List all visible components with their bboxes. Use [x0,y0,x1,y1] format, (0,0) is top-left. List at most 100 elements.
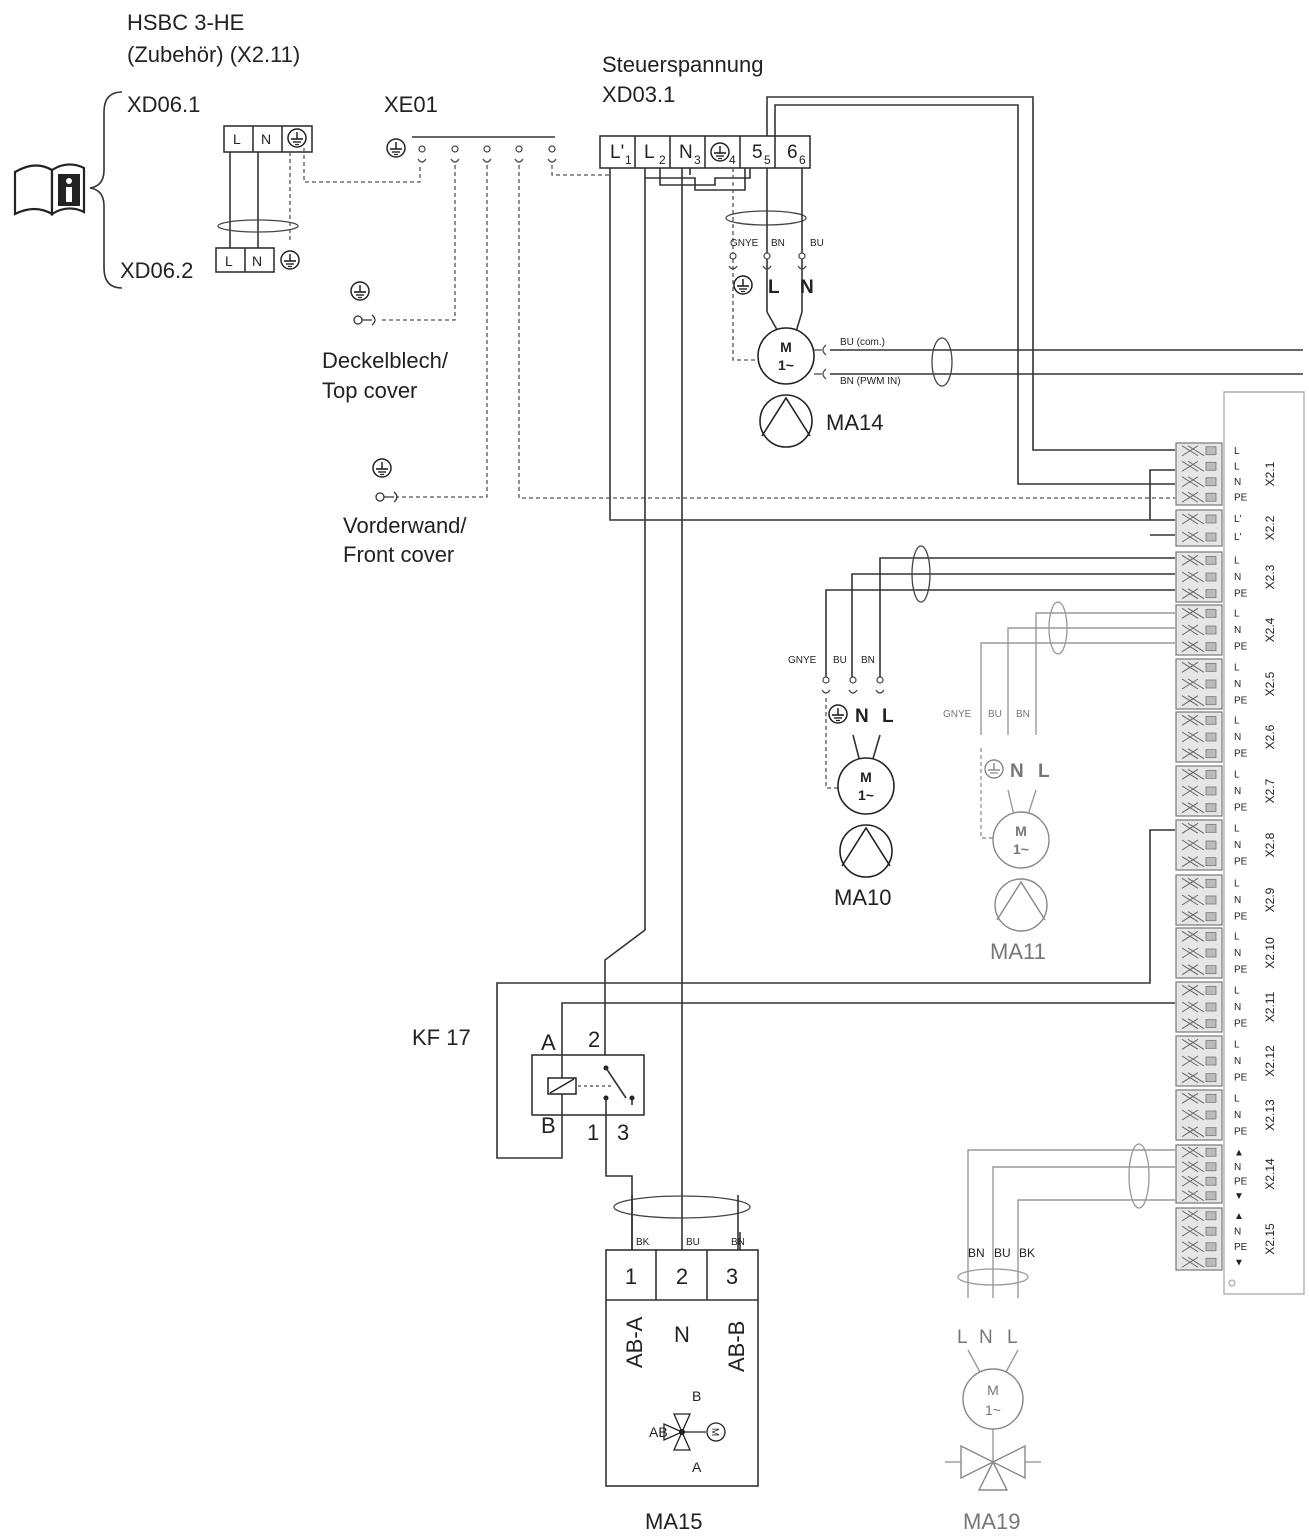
x2-pin-label: PE [1234,1127,1248,1138]
x2-pin-label: L [1234,608,1240,619]
front-cover-ground [372,458,398,503]
xd03-t6-num: 6 [799,153,806,167]
x2-block-label: X2.10 [1263,937,1277,969]
x2-pin-label: L [1234,662,1240,673]
svg-text:M: M [709,1428,720,1436]
accessory-subtitle: (Zubehör) (X2.11) [127,42,300,67]
ma19-wire-bk: BK [1019,1246,1035,1260]
ma19-wire-bn: BN [968,1246,985,1260]
x2-pin-label: PE [1234,912,1248,923]
ma14-motor-icon: M 1~ [757,327,815,448]
ma11-name: MA11 [990,939,1046,964]
top-cover-label-de: Deckelblech/ [322,348,449,373]
x2-pin-label: L [1234,446,1240,457]
xe01-label: XE01 [384,92,438,117]
ma10-ground-icon [828,704,848,724]
x2-pin-label: L' [1234,532,1242,543]
ma14-name: MA14 [826,410,883,435]
ma14-wire-bu: BU [810,238,824,249]
x2-pin-label: N [1234,948,1241,959]
x2-block-2: L'L'X2.2 [1175,509,1277,547]
x2-block-label: X2.2 [1263,515,1277,540]
svg-text:M: M [987,1382,999,1398]
x2-block-label: X2.3 [1263,564,1277,589]
ma15-wire-bn: BN [731,1237,745,1248]
x2-block-label: X2.8 [1263,832,1277,857]
x2-pin-label: L [1234,985,1240,996]
x2-pin-label: PE [1234,642,1248,653]
x2-pin-label: N [1234,1110,1241,1121]
ma15-valve-ab: AB [649,1424,668,1440]
x2-terminal-strip: LLNPEX2.1L'L'X2.2LNPEX2.3LNPEX2.4LNPEX2.… [1175,391,1305,1295]
front-cover-label-de: Vorderwand/ [343,513,467,538]
x2-pin-label: N [1234,1056,1241,1067]
xd061-label: XD06.1 [127,92,200,117]
x2-block-label: X2.6 [1263,724,1277,749]
top-cover-ground [350,281,376,326]
x2-pin-label: L [1234,555,1240,566]
svg-text:M: M [780,339,792,355]
x2-block-10: LN PE X2.10 [1175,927,1277,979]
svg-text:1~: 1~ [778,357,794,373]
x2-pin-label: L [1234,461,1240,472]
accessory-brace [89,91,123,289]
x2-block-label: X2.13 [1263,1099,1277,1131]
x2-block-label: X2.12 [1263,1045,1277,1077]
x2-pin-label: N [1234,732,1241,743]
x2-pin-label: L [1234,769,1240,780]
ma14-ground-icon [733,275,753,295]
x2-pin-label: PE [1234,589,1248,600]
x2-pin-label: PE [1234,803,1248,814]
ma15-name: MA15 [645,1509,702,1534]
ma19-name: MA19 [963,1509,1020,1534]
ma15-function-ab-b: AB-B [724,1321,749,1372]
x2-pin-label: ▼ [1234,1257,1244,1268]
xd03-t1-num: 1 [625,153,632,167]
ma14-wire-gnye: GNYE [730,238,759,249]
ma11-wire-gnye: GNYE [943,709,972,720]
ma11-ground-icon [984,759,1004,779]
x2-pin-label: L [1234,1093,1240,1104]
x2-pin-label: L [1234,931,1240,942]
ma10-pin-l: L [882,706,894,727]
xe01-ground-bar [386,136,557,163]
x2-pin-label: N [1234,895,1241,906]
ma14-pin-n: N [800,277,814,298]
svg-text:M: M [1015,823,1027,839]
ma10-wire-gnye: GNYE [788,655,817,666]
svg-text:1~: 1~ [1013,841,1029,857]
x2-pin-label: PE [1234,965,1248,976]
xd03-t1-label: L' [610,142,624,163]
x2-pin-label: L [1234,823,1240,834]
kf17-name: KF 17 [412,1025,471,1050]
x2-pin-label: N [1234,1002,1241,1013]
xd03-t4-num: 4 [729,153,736,167]
x2-block-label: X2.15 [1263,1223,1277,1255]
x2-block-14: ▲NPE▼X2.14 [1175,1144,1277,1204]
xd031-label: XD03.1 [602,82,675,107]
top-cover-label-en: Top cover [322,378,417,403]
ma10-motor-icon: M 1~ [837,757,895,878]
xd03-t3-num: 3 [694,153,701,167]
x2-block-label: X2.7 [1263,778,1277,803]
xd03-t2-label: L [644,142,655,163]
x2-pin-label: N [1234,625,1241,636]
svg-text:1~: 1~ [858,787,874,803]
ma10-pin-n: N [855,706,869,727]
x2-pin-label: PE [1234,492,1248,503]
kf17-contact-1: 1 [587,1120,599,1145]
ma15-wire-bk: BK [636,1237,650,1248]
x2-pin-label: N [1234,477,1241,488]
svg-text:1~: 1~ [985,1402,1001,1418]
x2-pin-label: N [1234,679,1241,690]
kf17-relay [531,1054,645,1116]
x2-pin-label: PE [1234,749,1248,760]
front-cover-label-en: Front cover [343,542,454,567]
ma11-motor-icon: M 1~ [992,811,1050,932]
